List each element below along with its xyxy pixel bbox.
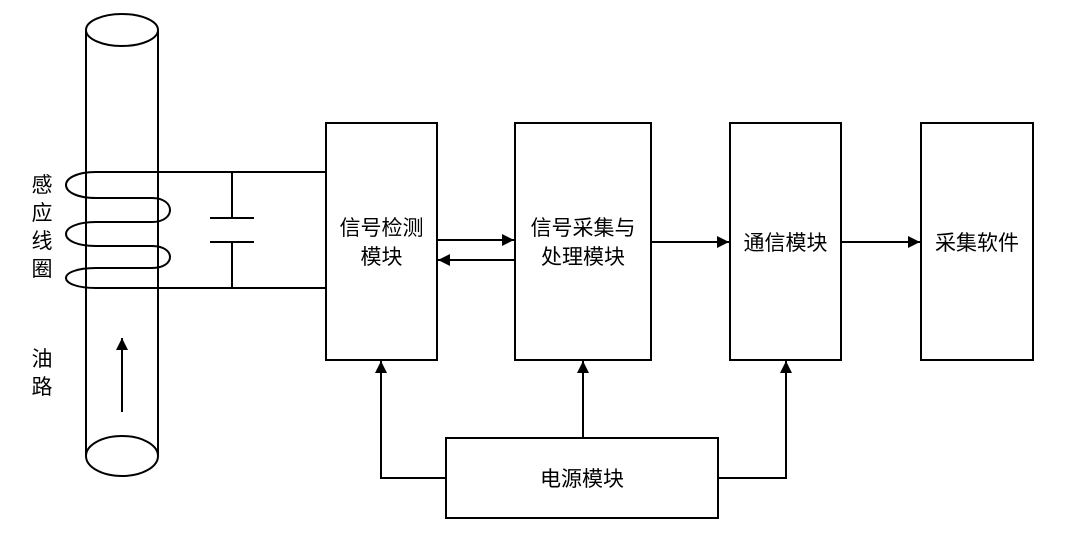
acquisition-software-block: [920, 122, 1034, 361]
svg-text:圈: 圈: [32, 257, 53, 281]
capacitor: [210, 172, 254, 288]
communication-block: [729, 122, 842, 361]
svg-text:路: 路: [32, 375, 53, 399]
svg-text:线: 线: [32, 229, 53, 253]
oil-path-label: 油 路: [32, 347, 53, 399]
svg-text:感: 感: [32, 173, 53, 197]
oil-pipe: [85, 13, 159, 477]
signal-detection-block: [325, 122, 438, 361]
svg-text:油: 油: [32, 347, 53, 371]
signal-detection-label-1: 信号检测: [340, 216, 424, 240]
signal-acquisition-label-1: 信号采集与: [531, 216, 636, 240]
signal-detection-label-2: 模块: [361, 245, 403, 269]
acquisition-software-label: 采集软件: [935, 231, 1019, 255]
induction-coil: [65, 171, 171, 289]
power-module-block: [445, 437, 719, 519]
signal-acquisition-block: [514, 122, 652, 361]
communication-label: 通信模块: [744, 231, 828, 255]
power-module-label: 电源模块: [540, 467, 624, 491]
power-lines: [375, 361, 792, 479]
signal-acquisition-label-2: 处理模块: [541, 245, 625, 269]
coil-wires: [158, 171, 326, 289]
coil-label: 感 应 线 圈: [32, 173, 53, 281]
svg-text:应: 应: [32, 201, 53, 225]
